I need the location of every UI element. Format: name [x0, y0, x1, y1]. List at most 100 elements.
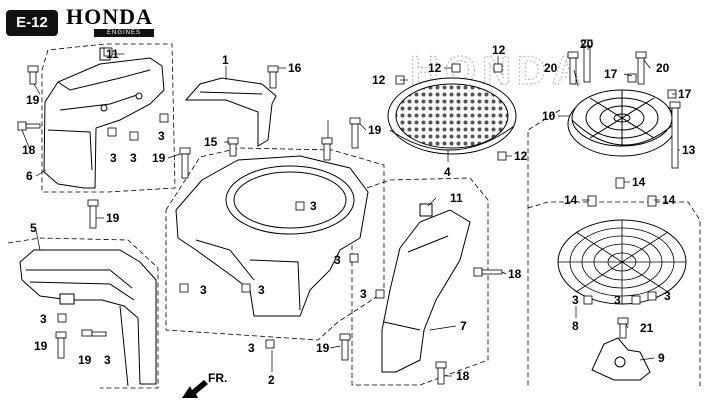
- nut-12-d: [497, 151, 507, 161]
- callout-19: 19: [34, 339, 48, 353]
- bolt-19-b: [87, 199, 99, 229]
- nut-12-c: [493, 63, 503, 73]
- callout-11: 11: [106, 47, 119, 61]
- callout-3: 3: [40, 312, 47, 326]
- bolt-20-c: [635, 51, 647, 85]
- callout-5: 5: [30, 221, 37, 235]
- group-outlines: [7, 43, 701, 389]
- callout-12: 12: [428, 61, 442, 75]
- callout-19: 19: [78, 353, 92, 367]
- bolt-16: [267, 65, 279, 89]
- nut-3-g: [349, 253, 359, 263]
- bolt-19-f: [55, 331, 67, 359]
- front-direction-arrow: FR.: [182, 371, 227, 398]
- bolt-15-b: [321, 137, 333, 161]
- callout-labels: 1 2 3 3 3 3 3 3 3 3 3 3 3 3 3 3 4 5 6 7 …: [22, 37, 696, 387]
- callout-19: 19: [152, 151, 166, 165]
- callout-2: 2: [268, 373, 275, 387]
- callout-18: 18: [22, 143, 36, 157]
- brand-subtitle: ENGINES: [94, 29, 154, 37]
- nut-3-d: [179, 283, 189, 293]
- callout-17: 17: [604, 67, 618, 81]
- callout-4: 4: [444, 165, 451, 179]
- callout-3: 3: [334, 253, 341, 267]
- callout-15: 15: [204, 135, 218, 149]
- callout-3: 3: [104, 353, 111, 367]
- callout-20: 20: [544, 61, 558, 75]
- bolt-19-d: [349, 117, 361, 149]
- callout-3: 3: [310, 199, 317, 213]
- callout-1: 1: [222, 53, 229, 67]
- callout-20: 20: [580, 37, 594, 51]
- nut-3-b: [129, 131, 139, 141]
- nut-3-h: [375, 289, 385, 299]
- nut-3-m: [295, 201, 305, 211]
- main-fan-cover: [175, 155, 369, 317]
- callout-19: 19: [316, 341, 330, 355]
- nut-3-k: [631, 295, 641, 305]
- honda-engines-logo: HONDA ENGINES: [66, 6, 160, 37]
- bolt-15: [227, 137, 239, 157]
- callout-6: 6: [26, 169, 33, 183]
- bolt-19-e: [339, 333, 351, 361]
- nut-12-b: [451, 63, 461, 73]
- callout-11: 11: [450, 191, 463, 205]
- bolt-14-b: [587, 195, 597, 207]
- callout-14: 14: [564, 193, 578, 207]
- callout-21: 21: [640, 321, 654, 335]
- callout-19: 19: [368, 123, 382, 137]
- bolt-19-c: [179, 147, 191, 179]
- brand-wordmark: HONDA: [66, 4, 153, 29]
- callout-12: 12: [372, 73, 386, 87]
- side-cover-left: [43, 47, 165, 189]
- callout-18: 18: [456, 369, 470, 383]
- bolt-20-a: [567, 51, 579, 85]
- callout-3: 3: [130, 151, 137, 165]
- callout-3: 3: [614, 293, 621, 307]
- bolt-19-a: [27, 65, 39, 85]
- callout-17: 17: [678, 87, 692, 101]
- callout-14: 14: [632, 175, 646, 189]
- nut-3-l: [647, 291, 657, 301]
- bolt-11-a: [103, 47, 113, 57]
- bolt-13: [669, 101, 681, 169]
- nut-3-a: [107, 127, 117, 137]
- nut-3-i: [57, 313, 67, 323]
- callout-3: 3: [158, 129, 165, 143]
- callout-20: 20: [656, 61, 670, 75]
- callout-14: 14: [662, 193, 676, 207]
- screen-disc: [387, 77, 517, 155]
- grille-screen: [557, 219, 687, 305]
- callout-19: 19: [106, 211, 120, 225]
- nut-3-c: [159, 113, 169, 123]
- callout-3: 3: [664, 289, 671, 303]
- callout-3: 3: [200, 283, 207, 297]
- callout-3: 3: [572, 293, 579, 307]
- callout-10: 10: [542, 109, 556, 123]
- callout-3: 3: [110, 151, 117, 165]
- nut-17-a: [627, 73, 637, 83]
- callout-3: 3: [248, 341, 255, 355]
- callout-18: 18: [508, 267, 522, 281]
- callout-19: 19: [26, 93, 40, 107]
- nut-3-f: [265, 339, 275, 349]
- bolt-21: [617, 317, 629, 339]
- bolt-14-c: [647, 195, 657, 207]
- callout-8: 8: [572, 319, 579, 333]
- callout-13: 13: [682, 143, 696, 157]
- bolt-20-b: [581, 39, 593, 83]
- side-shroud-right: [381, 203, 471, 373]
- callout-12: 12: [514, 149, 528, 163]
- nut-3-j: [583, 295, 593, 305]
- bolt-18-c: [435, 361, 447, 385]
- shroud-top-piece: [184, 77, 277, 147]
- fasteners: [17, 39, 681, 385]
- bolt-14-a: [615, 177, 625, 189]
- callout-9: 9: [658, 351, 665, 365]
- front-shroud: [19, 249, 157, 387]
- nut-3-e: [241, 283, 251, 293]
- leader-lines: [21, 40, 680, 377]
- callout-3: 3: [258, 283, 265, 297]
- direction-label: FR.: [208, 371, 227, 385]
